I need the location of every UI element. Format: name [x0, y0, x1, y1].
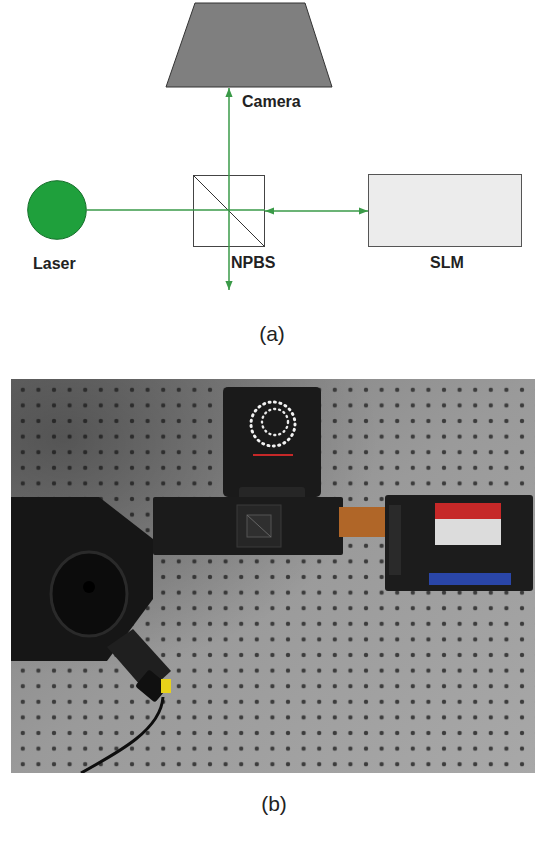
camera-logo-inner [262, 409, 288, 435]
node-outline [165, 2, 333, 88]
beam-connector [87, 209, 193, 211]
table-holes [11, 379, 535, 773]
optical-table [11, 379, 535, 773]
slm-ribbon [339, 507, 387, 537]
splitter-diagonal [247, 515, 271, 537]
transmitted-beam [228, 247, 230, 290]
housing-port [51, 552, 127, 636]
panel-label: (b) [261, 792, 287, 816]
slm-white-sticker [435, 519, 501, 545]
node-label: NPBS [231, 254, 275, 272]
slm-body [385, 495, 533, 591]
slm-red-sticker [435, 503, 501, 519]
splitter-mount [237, 505, 281, 547]
node-outline [27, 180, 87, 240]
node-label: SLM [430, 254, 464, 272]
setup-photo [11, 379, 535, 773]
fiber-tag [161, 679, 171, 693]
laser-node: Laser [27, 180, 87, 240]
slm-blue-sticker [429, 573, 511, 585]
fiber-cable [81, 697, 163, 773]
slm-panel [389, 505, 401, 575]
beam-connector [228, 88, 230, 175]
rail [153, 497, 343, 555]
node-label: Camera [242, 93, 301, 111]
panel-label: (a) [259, 322, 285, 346]
table-shadow [11, 379, 535, 773]
node-outline [368, 174, 522, 247]
splitter-cube [247, 515, 271, 537]
camera-logo-bar [253, 454, 293, 456]
camera-body [223, 387, 321, 497]
slm-node: SLM [368, 174, 522, 247]
node-outline [193, 175, 265, 247]
splitter-node: NPBS [193, 175, 265, 247]
node-label: Laser [33, 255, 76, 273]
camera-node: Camera [165, 2, 333, 88]
beam-connector [265, 210, 368, 212]
camera-logo [251, 402, 295, 446]
housing-port-hole [83, 581, 95, 593]
